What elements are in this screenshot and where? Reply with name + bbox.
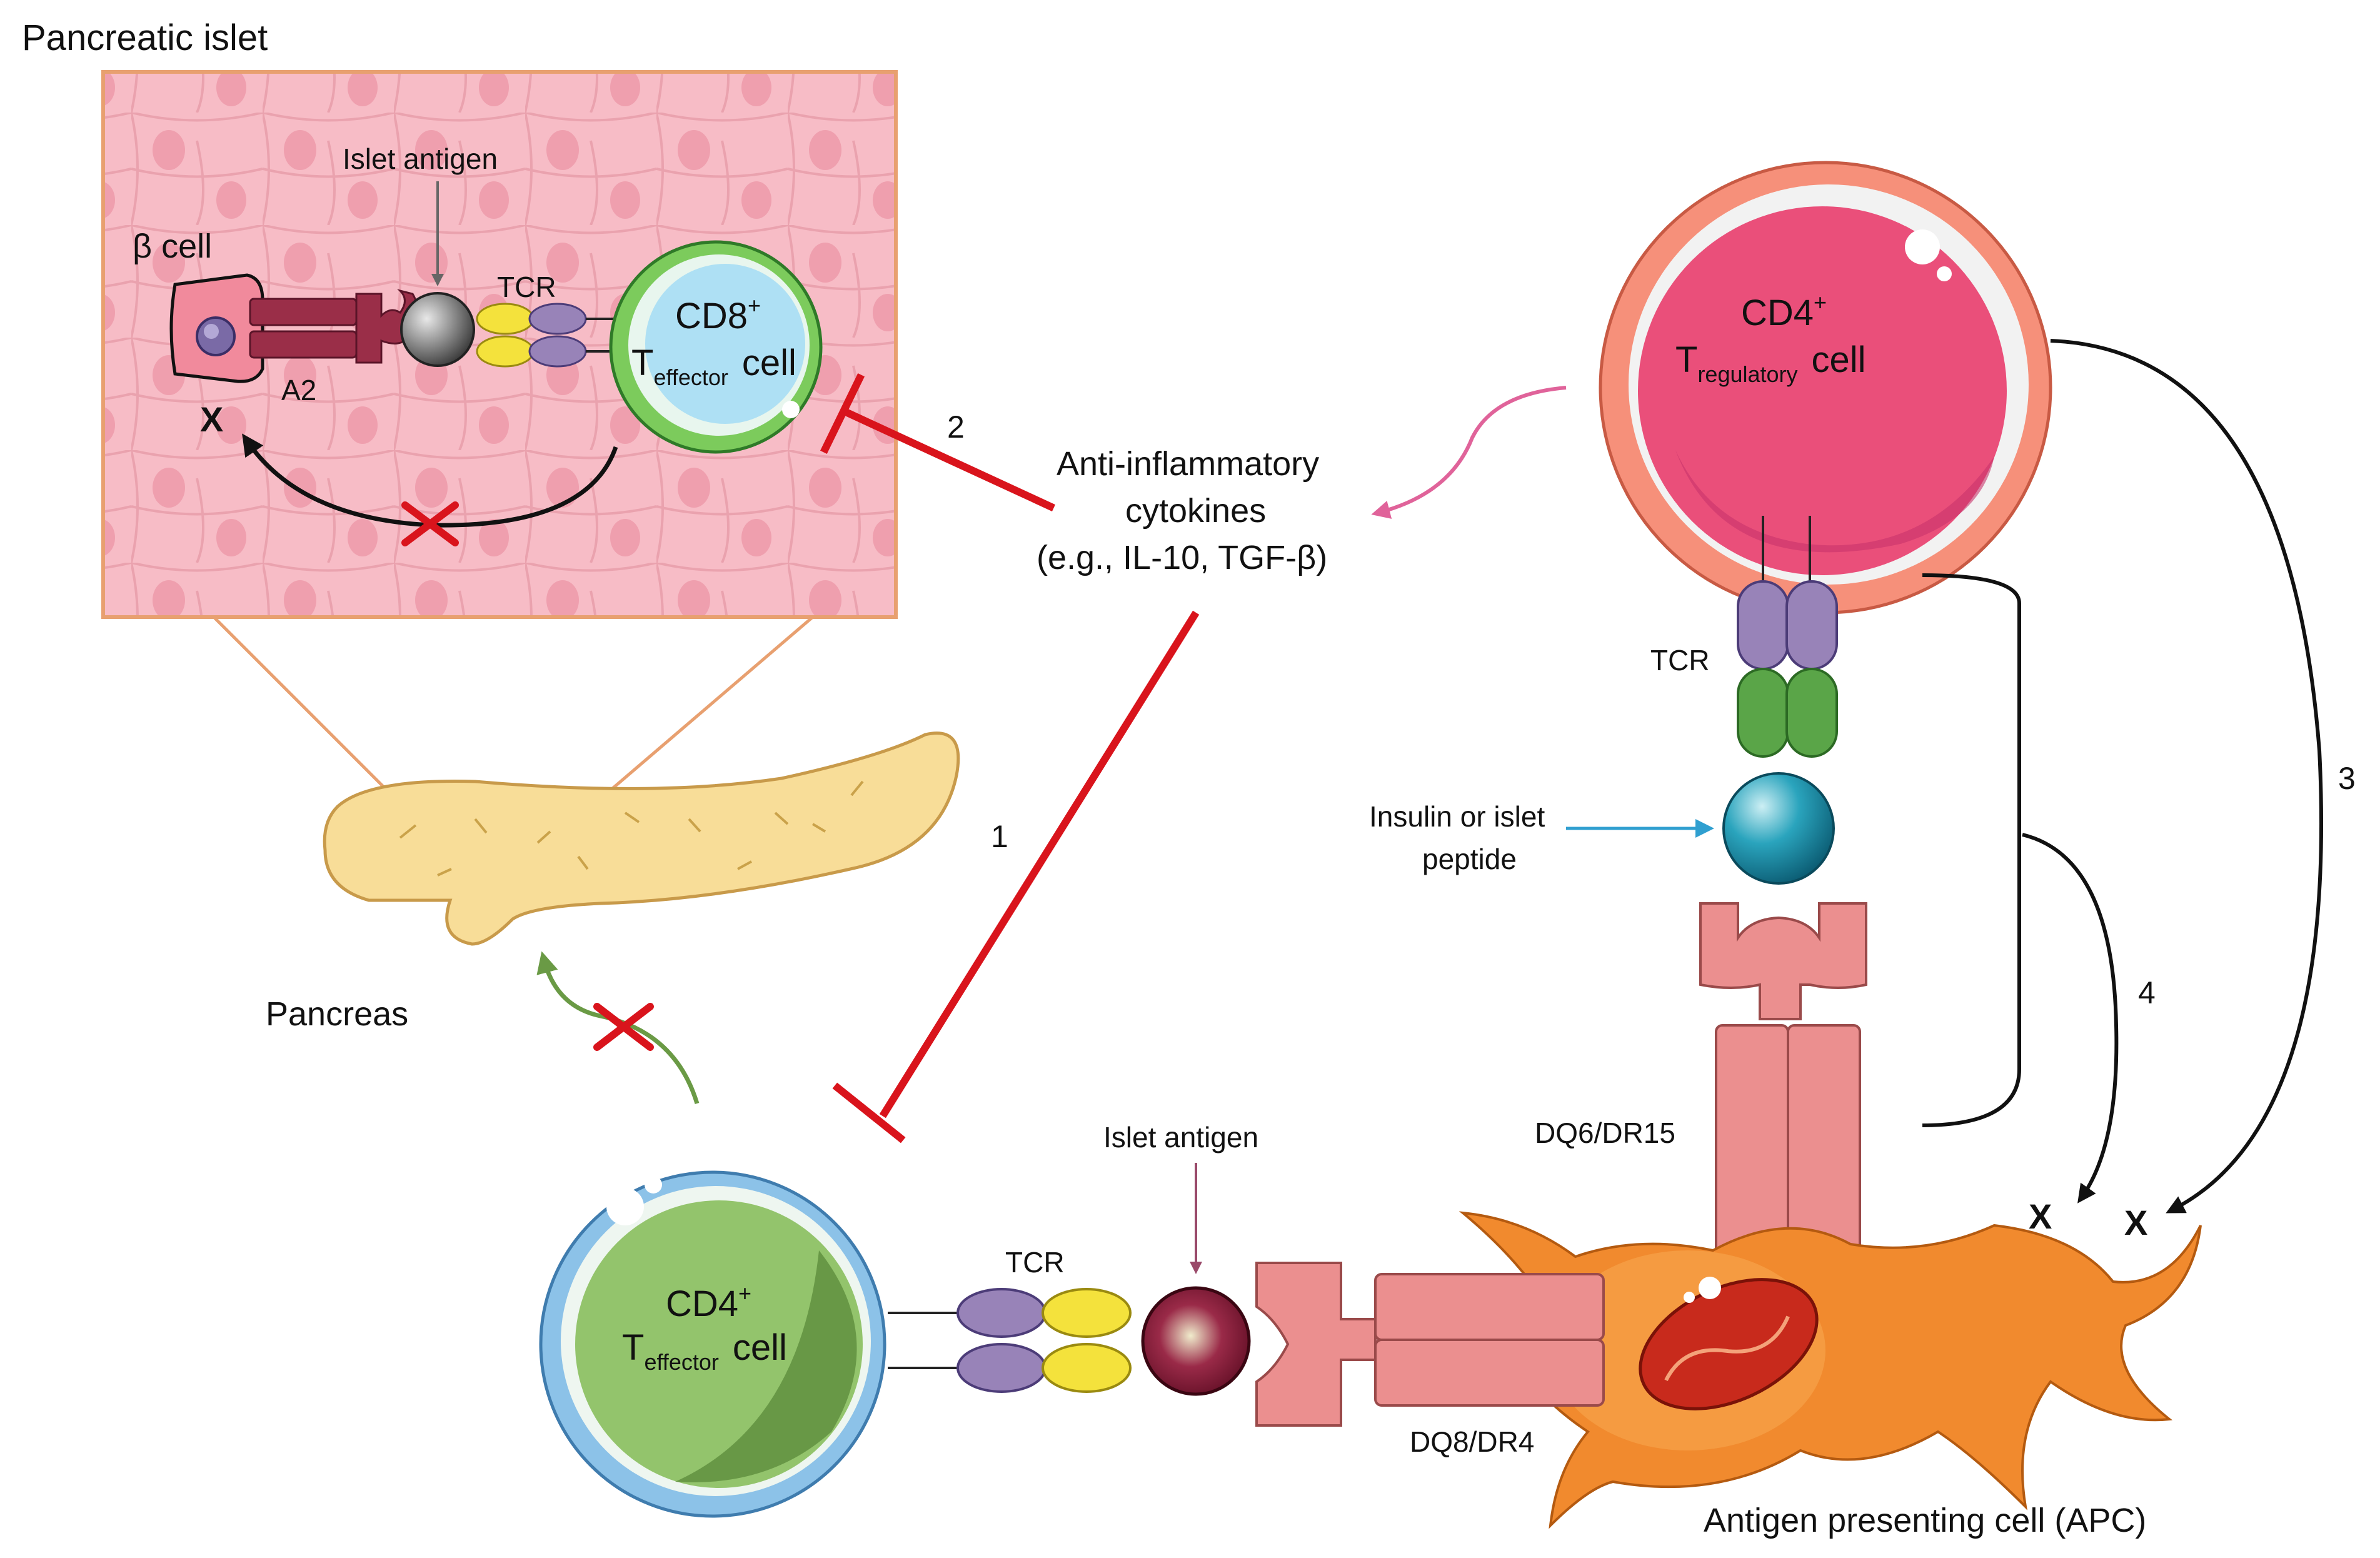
- islet-antigen-sphere: [400, 292, 475, 367]
- inhibition-bar-icon: [832, 610, 1200, 1143]
- cd4-teff-label: CD4: [666, 1284, 738, 1324]
- pathway-3-x: X: [2124, 1203, 2147, 1242]
- t-effector-top-t: T: [631, 343, 653, 383]
- pancreas-organ: [323, 731, 960, 946]
- tcr-label-treg: TCR: [1650, 644, 1710, 676]
- antigen-presenting-cell: [1459, 1211, 2202, 1529]
- beta-cell: [169, 273, 264, 383]
- t-effector-bottom-t: T: [622, 1327, 644, 1368]
- cytokine-secretion-arrow: [1371, 386, 1567, 519]
- pancreatic-islet-title: Pancreatic islet: [22, 18, 268, 58]
- pathway-number-2: 2: [947, 410, 965, 445]
- t-effector-bottom-cell: cell: [733, 1327, 787, 1368]
- tcr-bottom: [888, 1288, 1132, 1393]
- cd8-sup: +: [748, 293, 761, 318]
- cd4-teff-sup: +: [738, 1280, 751, 1306]
- pathway-4-x: X: [2029, 1197, 2052, 1236]
- dq8-dr4-mhc: [1255, 1262, 1605, 1427]
- pathway-number-3: 3: [2338, 761, 2356, 796]
- dq6-dr15-mhc: [1699, 902, 1867, 1258]
- cross-mark-icon: [401, 501, 459, 546]
- svg-text:CD4+: CD4+: [1741, 289, 1827, 333]
- islet-antigen-sphere-bottom: [1141, 1286, 1251, 1396]
- cd8-label: CD8: [675, 296, 748, 336]
- cd4-t-regulatory-cell: [1599, 161, 2052, 615]
- t-regulatory-t: T: [1675, 339, 1697, 380]
- pathway-3-arrow: [2050, 339, 2324, 1214]
- dq6-dr15-label: DQ6/DR15: [1535, 1117, 1675, 1149]
- tcr-treg: [1737, 516, 1838, 758]
- cytokines-label-line1: Anti-inflammatory: [1057, 445, 1319, 483]
- pathway-4-arrow: [2022, 833, 2119, 1204]
- svg-text:CD4+: CD4+: [666, 1280, 751, 1324]
- apc-label: Antigen presenting cell (APC): [1704, 1502, 2146, 1539]
- t-effector-top-sub: effector: [653, 364, 728, 390]
- cd4-treg-label: CD4: [1741, 293, 1814, 333]
- islet-inset: [101, 70, 898, 867]
- inhibition-bar-icon: [820, 373, 1055, 511]
- a2-mhc-molecule: [249, 289, 418, 364]
- t-regulatory-cell: cell: [1812, 339, 1866, 380]
- cytokines-label-line2: cytokines: [1125, 492, 1266, 530]
- beta-cell-death-x: X: [200, 400, 223, 439]
- cd8-t-effector-cell: [609, 240, 823, 454]
- pathway-number-4: 4: [2138, 975, 2156, 1010]
- islet-antigen-label-top: Islet antigen: [343, 143, 498, 175]
- a2-label: A2: [281, 374, 316, 406]
- cd4-treg-sup: +: [1814, 289, 1827, 315]
- pancreas-label: Pancreas: [266, 995, 408, 1033]
- cross-mark-icon: [593, 1003, 654, 1051]
- svg-text:CD8+: CD8+: [675, 293, 761, 336]
- tcr-mhc-bracket: [1922, 573, 2021, 1127]
- t-effector-top-cell: cell: [742, 343, 796, 383]
- insulin-label-line1: Insulin or islet: [1369, 800, 1545, 833]
- tcr-top: [476, 303, 625, 368]
- insulin-peptide-sphere: [1722, 772, 1835, 885]
- beta-cell-label: β cell: [133, 228, 212, 265]
- dq8-dr4-label: DQ8/DR4: [1410, 1425, 1534, 1458]
- pathway-number-1: 1: [991, 819, 1008, 854]
- cd4-t-effector-cell: [539, 1170, 886, 1518]
- islet-antigen-label-bottom: Islet antigen: [1103, 1121, 1258, 1153]
- insulin-label-line2: peptide: [1422, 843, 1517, 875]
- t-regulatory-sub: regulatory: [1697, 361, 1797, 387]
- t-effector-bottom-sub: effector: [644, 1349, 718, 1375]
- tcr-label-top: TCR: [497, 271, 556, 303]
- tcr-label-bottom: TCR: [1005, 1246, 1065, 1279]
- cytokines-label-line3: (e.g., IL-10, TGF-β): [1037, 539, 1327, 576]
